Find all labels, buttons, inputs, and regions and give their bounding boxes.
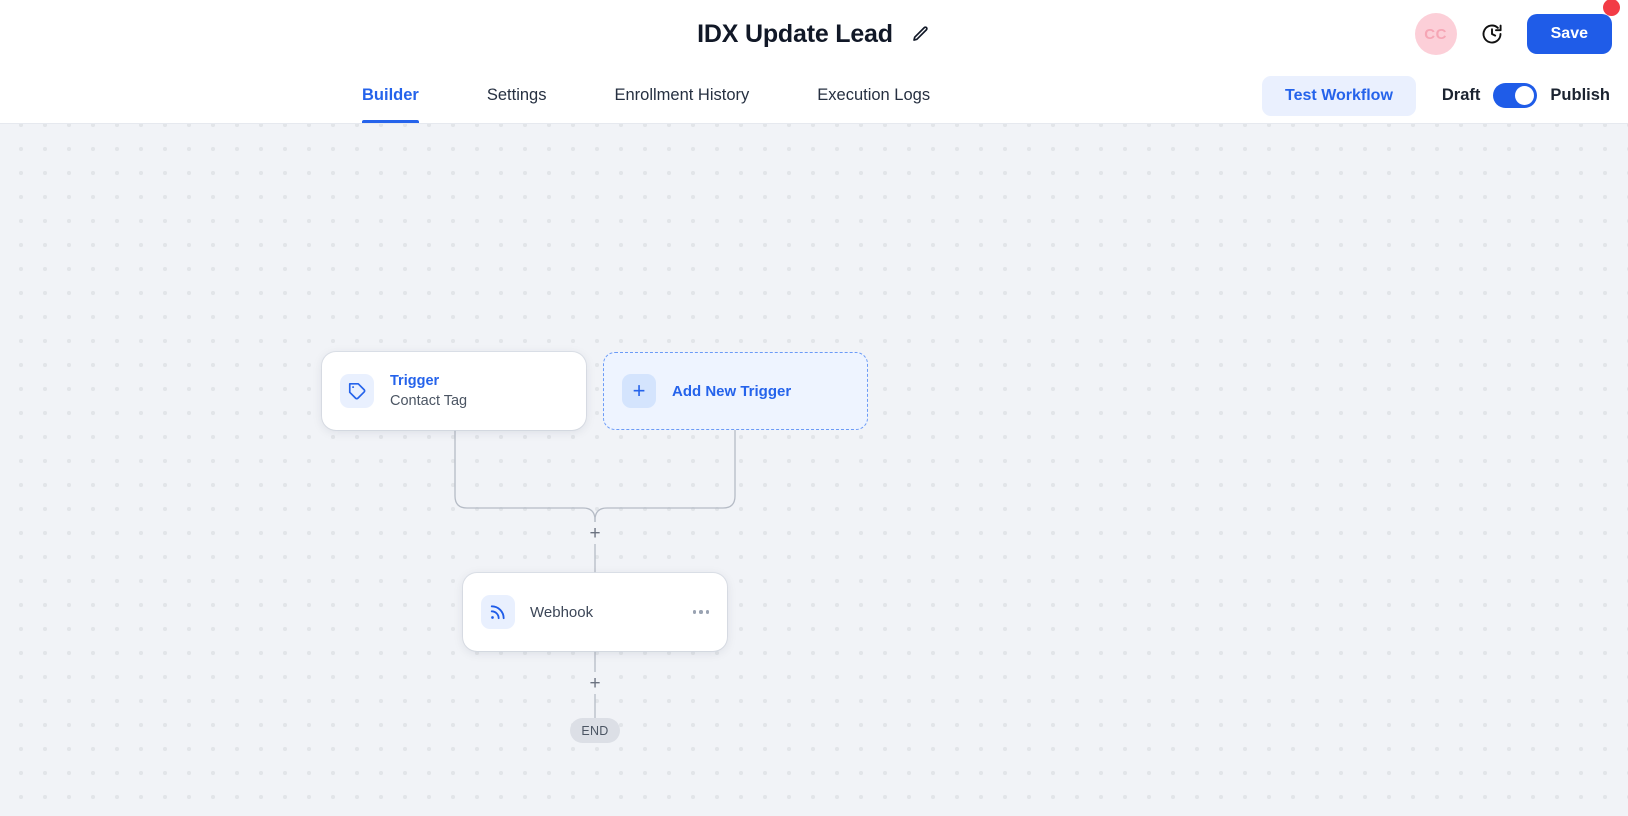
trigger-node-title: Trigger — [390, 372, 440, 389]
pencil-icon[interactable] — [911, 24, 931, 44]
unsaved-changes-badge — [1603, 0, 1620, 16]
tab-execution-logs[interactable]: Execution Logs — [817, 86, 931, 104]
test-workflow-button[interactable]: Test Workflow — [1262, 75, 1416, 116]
tab-list: Builder Settings Enrollment History Exec… — [362, 68, 965, 123]
connector-lines — [454, 430, 736, 722]
webhook-rss-icon — [481, 595, 515, 629]
trigger-node[interactable]: Trigger Contact Tag — [322, 352, 586, 430]
clock-history-icon[interactable] — [1479, 21, 1505, 47]
tab-settings[interactable]: Settings — [486, 86, 547, 104]
end-node[interactable]: END — [570, 718, 620, 743]
trigger-node-subtitle: Contact Tag — [390, 392, 468, 409]
toggle-knob — [1515, 86, 1535, 105]
title-group: IDX Update Lead — [697, 20, 931, 49]
workflow-canvas[interactable]: Trigger Contact Tag + Add New Trigger + … — [0, 124, 1628, 816]
page-title: IDX Update Lead — [697, 19, 893, 48]
trigger-node-texts: Trigger Contact Tag — [390, 373, 467, 409]
tag-icon — [340, 374, 374, 408]
publish-toggle-group: Draft Publish — [1442, 83, 1610, 108]
header-actions: CC Save — [1414, 0, 1620, 68]
save-button[interactable]: Save — [1526, 14, 1612, 54]
save-button-wrapper: Save — [1526, 0, 1620, 54]
avatar[interactable]: CC — [1414, 13, 1457, 55]
add-step-button-1[interactable]: + — [584, 522, 606, 544]
publish-toggle[interactable] — [1493, 83, 1538, 108]
app-header: IDX Update Lead CC Save — [0, 0, 1628, 68]
tab-builder[interactable]: Builder — [362, 68, 454, 123]
add-new-trigger-node[interactable]: + Add New Trigger — [603, 352, 868, 430]
publish-label: Publish — [1550, 86, 1610, 104]
plus-icon: + — [622, 374, 656, 408]
webhook-node[interactable]: Webhook — [463, 573, 727, 651]
add-new-trigger-label: Add New Trigger — [672, 382, 792, 400]
webhook-node-label: Webhook — [530, 603, 594, 621]
tab-bar: Builder Settings Enrollment History Exec… — [0, 68, 1628, 124]
draft-label: Draft — [1441, 86, 1481, 104]
add-step-button-2[interactable]: + — [584, 672, 606, 694]
ellipsis-icon[interactable] — [691, 604, 712, 620]
tab-bar-actions: Test Workflow Draft Publish — [1262, 75, 1610, 116]
tab-enrollment-history[interactable]: Enrollment History — [614, 86, 750, 104]
